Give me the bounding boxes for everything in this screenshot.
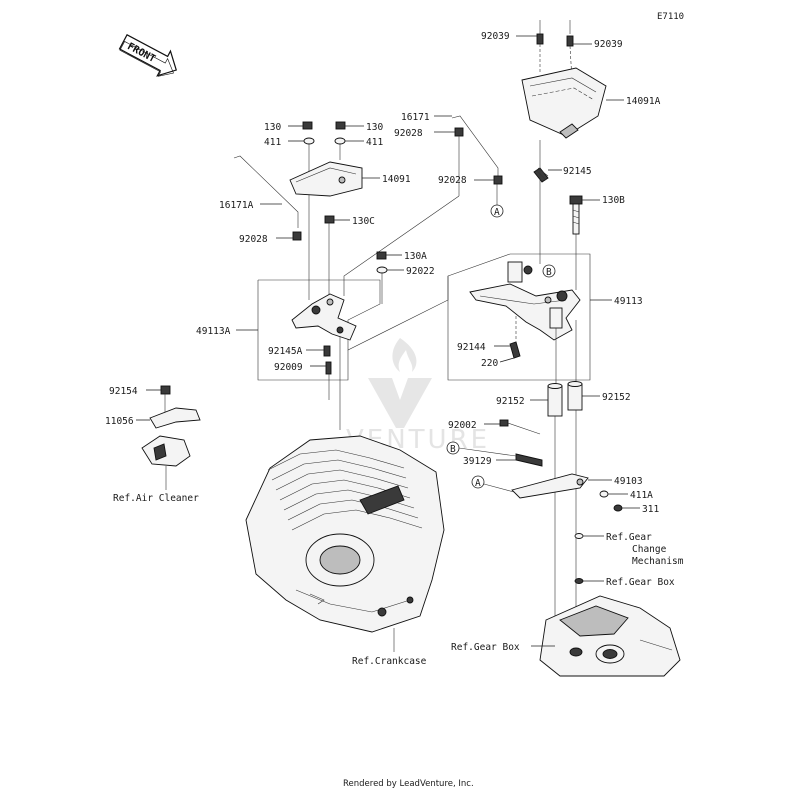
label-92152-right: 92152	[602, 392, 631, 403]
label-411-left: 411	[264, 137, 281, 148]
spring-92145	[533, 167, 549, 183]
gear-box-housing	[539, 595, 681, 677]
label-49113: 49113	[614, 296, 643, 307]
label-411A: 411A	[630, 490, 653, 501]
label-92154: 92154	[109, 386, 138, 397]
ref-gear-box-right: Ref.Gear Box	[606, 577, 675, 588]
bolt-130C	[324, 215, 335, 240]
label-16171: 16171	[401, 112, 430, 123]
bolt-130B	[569, 195, 583, 235]
label-92152-left: 92152	[496, 396, 525, 407]
diagram-code: E7110	[657, 12, 684, 22]
front-arrow-icon: FRONT	[118, 33, 178, 77]
callout-b1: B	[546, 267, 552, 278]
label-49113A: 49113A	[196, 326, 231, 337]
label-14091: 14091	[382, 174, 411, 185]
label-92009: 92009	[274, 362, 303, 373]
rod-16171	[451, 115, 499, 176]
callout-a1: A	[475, 478, 481, 489]
lever-assembly-49113A	[291, 293, 357, 341]
label-130-left: 130	[264, 122, 281, 133]
label-92028-c: 92028	[239, 234, 268, 245]
footer-credit: Rendered by LeadVenture, Inc.	[343, 779, 474, 789]
leadventure-watermark: VENTURE	[346, 338, 487, 455]
callout-a2: A	[494, 207, 500, 218]
label-92028-b: 92028	[438, 175, 467, 186]
screw-92002	[499, 419, 541, 435]
label-49103: 49103	[614, 476, 643, 487]
pin-92144	[509, 341, 521, 359]
bolts-130	[302, 121, 346, 145]
label-220: 220	[481, 358, 498, 369]
label-92022: 92022	[406, 266, 435, 277]
rod-16171A	[233, 155, 299, 228]
label-130C: 130C	[352, 216, 375, 227]
label-130A: 130A	[404, 251, 427, 262]
ref-gear-box-left: Ref.Gear Box	[451, 642, 520, 653]
spring-39129	[515, 453, 543, 467]
bracket-11056	[141, 385, 201, 467]
label-130B: 130B	[602, 195, 625, 206]
label-92002: 92002	[448, 420, 477, 431]
label-14091A: 14091A	[626, 96, 661, 107]
ref-gear-change-line2: Change	[632, 544, 667, 555]
label-411-right: 411	[366, 137, 383, 148]
ref-air-cleaner: Ref.Air Cleaner	[113, 493, 199, 504]
callout-b2: B	[450, 444, 456, 455]
label-92039-right: 92039	[594, 39, 623, 50]
label-92145: 92145	[563, 166, 592, 177]
crankcase-engine	[245, 435, 445, 633]
collar-92152-right	[567, 381, 583, 411]
label-92145A: 92145A	[268, 346, 303, 357]
part-labels: 92039 92039 14091A 16171 92028 92028 921…	[105, 31, 661, 515]
ref-gear-change-line1: Ref.Gear	[606, 532, 652, 543]
label-92144: 92144	[457, 342, 486, 353]
label-16171A: 16171A	[219, 200, 254, 211]
label-311: 311	[642, 504, 659, 515]
ref-crankcase: Ref.Crankcase	[352, 656, 427, 667]
lever-49103	[511, 473, 589, 499]
label-11056: 11056	[105, 416, 134, 427]
label-130-right: 130	[366, 122, 383, 133]
reference-labels: Ref.Air Cleaner Ref.Gear Change Mechanis…	[113, 493, 684, 667]
cover-14091A	[521, 20, 607, 139]
ref-gear-change-line3: Mechanism	[632, 556, 684, 567]
collar-92152-left	[547, 383, 563, 417]
cover-14091	[289, 161, 363, 197]
lever-assembly-49113	[469, 261, 581, 341]
label-92039-left: 92039	[481, 31, 510, 42]
label-39129: 39129	[463, 456, 492, 467]
label-92028-a: 92028	[394, 128, 423, 139]
